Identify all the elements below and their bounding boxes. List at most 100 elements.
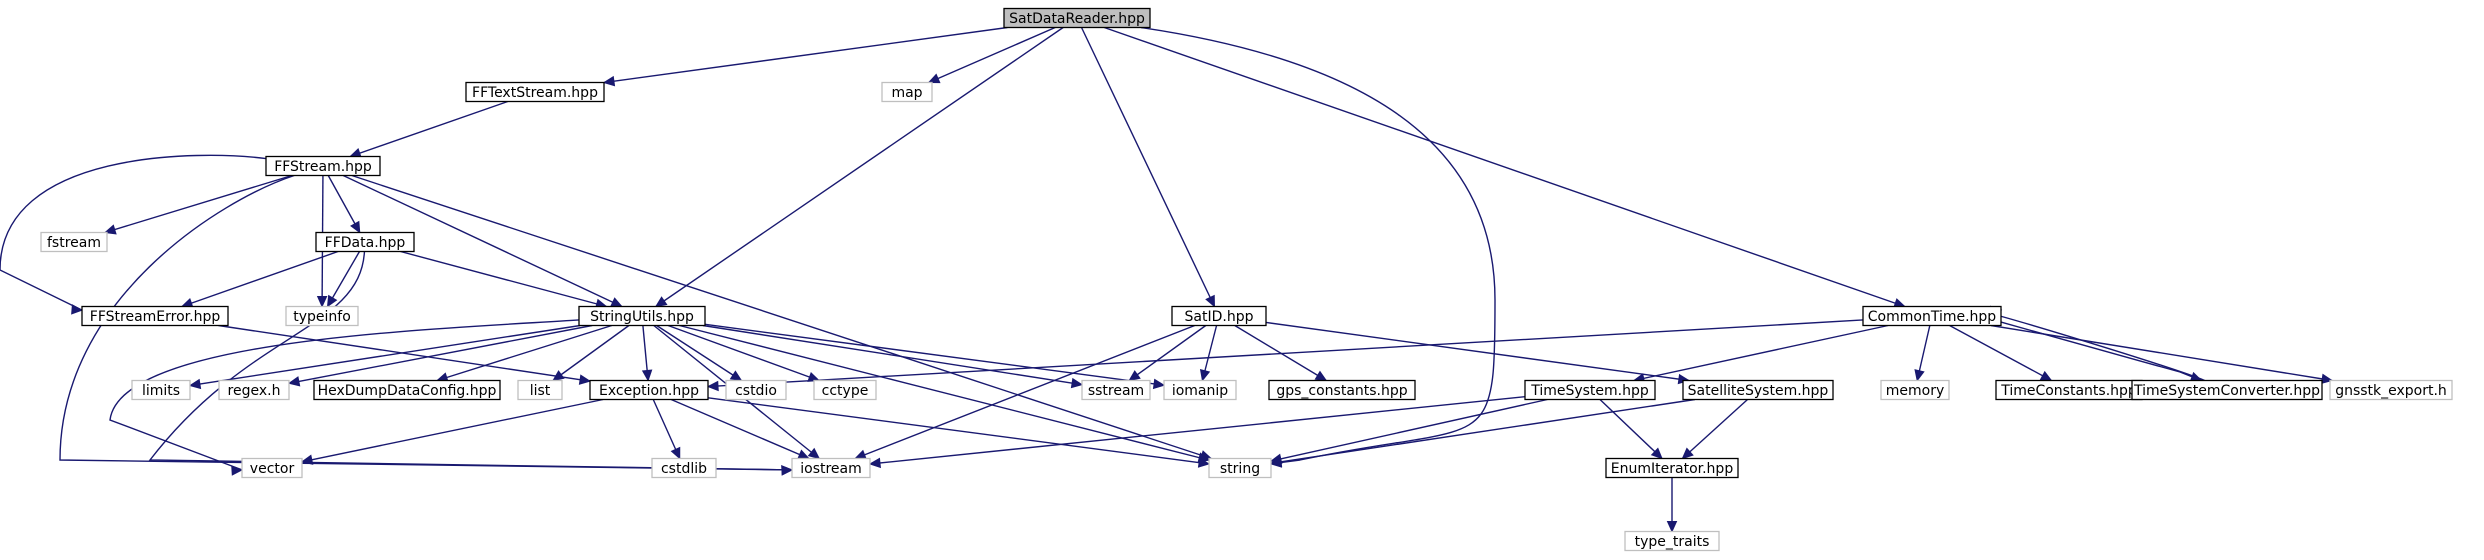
edge-exception-to-string-arrowhead [1197, 457, 1211, 468]
node-ffdata[interactable]: FFData.hpp [315, 231, 415, 253]
edge-timesystem-to-iostream-arrowhead [868, 457, 881, 469]
node-list-box [517, 379, 563, 401]
edge-stringutils-to-list-arrowhead [552, 370, 565, 382]
edge-stringutils-to-exception-arrowhead [641, 369, 653, 382]
edge-ffstreamerror-to-exception [218, 324, 591, 382]
node-exception-box [589, 379, 709, 401]
node-ffstream-label: FFStream.hpp [274, 159, 372, 175]
node-exception[interactable]: Exception.hpp [589, 379, 709, 401]
node-regex: regex.h [218, 379, 290, 401]
edge-tsconv-to-commontime [1999, 309, 2205, 382]
node-stringutils-box [578, 305, 706, 327]
edge-ffdata-to-ffstreamerror [181, 250, 339, 308]
node-enumiter-label: EnumIterator.hpp [1611, 461, 1734, 477]
node-timeconst[interactable]: TimeConstants.hpp [1995, 379, 2143, 401]
node-ffstreamerror-label: FFStreamError.hpp [90, 309, 221, 325]
edge-satid-to-gpsconst-arrowhead [1314, 370, 1328, 382]
node-timeconst-label: TimeConstants.hpp [2000, 383, 2137, 399]
node-regex-box [218, 379, 290, 401]
node-gnsstkexport-box [2329, 379, 2453, 401]
edge-satsys-to-enumiter [1681, 398, 1749, 460]
node-satid[interactable]: SatID.hpp [1171, 305, 1267, 327]
node-commontime[interactable]: CommonTime.hpp [1862, 305, 2002, 327]
node-cctype-label: cctype [822, 383, 869, 399]
node-gpsconst[interactable]: gps_constants.hpp [1268, 379, 1416, 401]
node-satdatareader[interactable]: SatDataReader.hpp [1003, 7, 1151, 29]
edge-satid-to-sstream-arrowhead [1128, 370, 1141, 382]
edges-layer [0, 26, 2334, 533]
node-commontime-box [1862, 305, 2002, 327]
node-fftextstream-label: FFTextStream.hpp [472, 85, 598, 101]
edge-stringutils-to-cstdio-arrowhead [729, 370, 743, 382]
node-tsconv-label: TimeSystemConverter.hpp [2133, 383, 2320, 399]
edge-commontime-to-tsconv [2000, 321, 2202, 382]
node-fftextstream[interactable]: FFTextStream.hpp [465, 81, 605, 103]
node-fftextstream-box [465, 81, 605, 103]
edge-exception-to-vector [301, 398, 604, 463]
edge-satid-to-sstream [1128, 324, 1207, 382]
node-sstream-label: sstream [1088, 383, 1144, 399]
node-cstdio-label: cstdio [735, 383, 777, 399]
node-limits: limits [131, 379, 191, 401]
edge-ffstream-to-typeinfo-arrowhead [316, 295, 328, 308]
node-iomanip-box [1163, 379, 1237, 401]
edge-stringutils-to-cstdio [656, 324, 742, 382]
node-satsys[interactable]: SatelliteSystem.hpp [1682, 379, 1834, 401]
node-hexdump-label: HexDumpDataConfig.hpp [318, 383, 497, 399]
node-vector: vector [241, 457, 303, 479]
edge-enumiter-to-typetraits-arrowhead [1666, 521, 1678, 533]
edge-exception-to-iostream-arrowhead [797, 449, 810, 460]
node-timesystem[interactable]: TimeSystem.hpp [1524, 379, 1656, 401]
edge-stringutils-to-hexdump [436, 324, 613, 382]
node-hexdump[interactable]: HexDumpDataConfig.hpp [313, 379, 501, 401]
node-satsys-box [1682, 379, 1834, 401]
node-ffstreamerror[interactable]: FFStreamError.hpp [81, 305, 229, 327]
node-satsys-label: SatelliteSystem.hpp [1688, 383, 1829, 399]
edge-satid-to-iomanip-arrowhead [1199, 369, 1211, 382]
edge-satdatareader-to-stringutils-arrowhead [654, 296, 668, 308]
edge-exception-to-iostream [670, 398, 810, 460]
edge-ffdata-to-typeinfo-arrowhead [326, 294, 338, 308]
node-exception-label: Exception.hpp [599, 383, 699, 399]
node-timesystem-label: TimeSystem.hpp [1530, 383, 1649, 399]
edge-stringutils-to-list [552, 324, 630, 382]
node-ffstream[interactable]: FFStream.hpp [265, 155, 381, 177]
edge-satdatareader-to-string [1140, 26, 1496, 465]
node-limits-label: limits [142, 383, 180, 399]
node-enumiter[interactable]: EnumIterator.hpp [1605, 457, 1739, 479]
node-satdatareader-box [1003, 7, 1151, 29]
edge-commontime-to-gnsstkexport [1990, 324, 2333, 382]
node-satdatareader-label: SatDataReader.hpp [1009, 11, 1145, 27]
edge-satsys-to-string [1270, 398, 1696, 465]
edge-ffstreamerror-to-exception-arrowhead [578, 374, 592, 385]
edge-fftextstream-to-ffstream [349, 100, 509, 158]
node-map-label: map [891, 85, 922, 101]
edge-stringutils-to-cctype [667, 324, 820, 382]
node-tsconv[interactable]: TimeSystemConverter.hpp [2131, 379, 2323, 401]
node-enumiter-box [1605, 457, 1739, 479]
node-iomanip: iomanip [1163, 379, 1237, 401]
edge-stringutils-to-iomanip-arrowhead [1152, 378, 1166, 390]
edge-commontime-to-timeconst-arrowhead [2039, 370, 2053, 382]
node-gpsconst-label: gps_constants.hpp [1276, 383, 1407, 399]
node-stringutils[interactable]: StringUtils.hpp [578, 305, 706, 327]
node-limits-box [131, 379, 191, 401]
node-string-label: string [1220, 461, 1260, 477]
node-iostream-box [791, 457, 871, 479]
node-tsconv-box [2131, 379, 2323, 401]
edge-stringutils-to-limits-arrowhead [188, 378, 202, 390]
edge-ffstream-to-string [351, 174, 1212, 460]
edge-timesystem-to-enumiter-arrowhead [1650, 447, 1663, 460]
node-cstdlib-box [651, 457, 717, 479]
edge-satsys-to-enumiter-arrowhead [1681, 447, 1694, 460]
edge-ffdata-to-stringutils [400, 250, 607, 308]
node-commontime-label: CommonTime.hpp [1868, 309, 1997, 325]
edge-satsys-to-string-arrowhead [1269, 456, 1283, 467]
edge-commontime-to-exception-arrowhead [706, 380, 719, 392]
node-memory-label: memory [1886, 383, 1945, 399]
node-cstdlib-label: cstdlib [661, 461, 707, 477]
edge-timesystem-to-enumiter [1599, 398, 1663, 460]
edge-commontime-to-exception [707, 319, 1864, 388]
